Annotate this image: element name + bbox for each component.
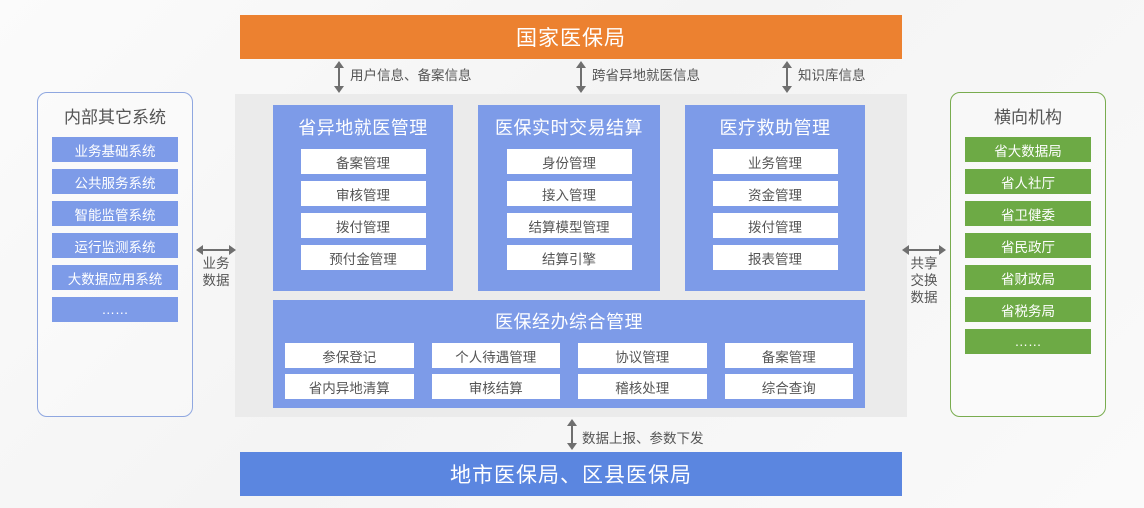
right-flow-label-line3: 数据 (910, 290, 938, 305)
module-item[interactable]: 综合查询 (724, 374, 853, 399)
arrow-shaft (570, 426, 573, 443)
arrow-shaft (337, 68, 340, 86)
arrow-shaft (203, 248, 229, 251)
module-item[interactable]: 结算模型管理 (506, 213, 632, 238)
module-title: 医保经办综合管理 (495, 312, 643, 332)
municipal-district-bureau-label: 地市医保局、区县医保局 (450, 464, 692, 487)
right-flow-label: 共享 交换 数据 (907, 255, 941, 306)
horizontal-agencies-list: 省大数据局 省人社厅 省卫健委 省民政厅 省财政局 省税务局 …… (965, 137, 1091, 354)
arrow-head-up-icon (333, 61, 344, 68)
left-flow-label-line1: 业务 (202, 256, 230, 271)
horizontal-agency-item[interactable]: 省卫健委 (965, 201, 1091, 226)
arrow-head-right-icon (229, 244, 236, 255)
left-flow-label: 业务 数据 (199, 255, 233, 289)
module-panel-provincial-offsite-care[interactable]: 省异地就医管理 备案管理 审核管理 拨付管理 预付金管理 (273, 105, 453, 291)
module-panel-medical-assistance[interactable]: 医疗救助管理 业务管理 资金管理 拨付管理 报表管理 (685, 105, 865, 291)
module-item[interactable]: 备案管理 (724, 343, 853, 368)
horizontal-agencies-title: 横向机构 (994, 108, 1062, 127)
horizontal-agency-item[interactable]: 省税务局 (965, 297, 1091, 322)
arrow-head-left-icon (902, 244, 909, 255)
module-item-list: 业务管理 资金管理 拨付管理 报表管理 (685, 149, 865, 270)
module-item[interactable]: 省内异地清算 (285, 374, 414, 399)
horizontal-agency-item[interactable]: 省大数据局 (965, 137, 1091, 162)
module-item[interactable]: 备案管理 (300, 149, 426, 174)
top-flow-arrow-2 (575, 61, 586, 93)
arrow-head-up-icon (575, 61, 586, 68)
arrow-head-up-icon (781, 61, 792, 68)
left-flow-arrow (196, 244, 236, 255)
module-item[interactable]: 参保登记 (285, 343, 414, 368)
arrow-shaft (579, 68, 582, 86)
internal-systems-title: 内部其它系统 (64, 108, 166, 127)
horizontal-agency-item[interactable]: 省人社厅 (965, 169, 1091, 194)
arrow-head-right-icon (939, 244, 946, 255)
module-item-grid: 参保登记 个人待遇管理 协议管理 备案管理 省内异地清算 审核结算 稽核处理 综… (285, 343, 853, 399)
module-item[interactable]: 业务管理 (712, 149, 838, 174)
module-panel-realtime-settlement[interactable]: 医保实时交易结算 身份管理 接入管理 结算模型管理 结算引擎 (478, 105, 660, 291)
arrow-head-down-icon (566, 443, 577, 450)
module-item[interactable]: 接入管理 (506, 181, 632, 206)
module-item[interactable]: 报表管理 (712, 245, 838, 270)
internal-systems-list: 业务基础系统 公共服务系统 智能监管系统 运行监测系统 大数据应用系统 …… (52, 137, 178, 322)
arrow-shaft (909, 248, 939, 251)
module-item[interactable]: 审核管理 (300, 181, 426, 206)
module-item[interactable]: 预付金管理 (300, 245, 426, 270)
module-item[interactable]: 资金管理 (712, 181, 838, 206)
bottom-flow-label: 数据上报、参数下发 (582, 431, 704, 446)
horizontal-agency-item-more[interactable]: …… (965, 329, 1091, 354)
arrow-head-down-icon (781, 86, 792, 93)
module-item[interactable]: 协议管理 (578, 343, 707, 368)
internal-system-item[interactable]: 智能监管系统 (52, 201, 178, 226)
arrow-shaft (785, 68, 788, 86)
internal-system-item[interactable]: 业务基础系统 (52, 137, 178, 162)
right-flow-arrow (902, 244, 946, 255)
module-item[interactable]: 稽核处理 (578, 374, 707, 399)
module-item[interactable]: 审核结算 (431, 374, 560, 399)
national-bureau-label: 国家医保局 (516, 27, 626, 50)
module-item[interactable]: 身份管理 (506, 149, 632, 174)
module-title: 医疗救助管理 (719, 118, 831, 138)
internal-system-item[interactable]: 大数据应用系统 (52, 265, 178, 290)
horizontal-agency-item[interactable]: 省民政厅 (965, 233, 1091, 258)
top-flow-label-1: 用户信息、备案信息 (350, 68, 472, 83)
module-item-list: 身份管理 接入管理 结算模型管理 结算引擎 (478, 149, 660, 270)
arrow-head-up-icon (566, 419, 577, 426)
right-flow-label-line1: 共享 (910, 256, 938, 271)
top-flow-label-2: 跨省异地就医信息 (592, 68, 700, 83)
arrow-head-left-icon (196, 244, 203, 255)
internal-system-item[interactable]: 公共服务系统 (52, 169, 178, 194)
bottom-flow-arrow (566, 419, 577, 450)
top-flow-arrow-3 (781, 61, 792, 93)
top-flow-label-3: 知识库信息 (798, 68, 866, 83)
internal-system-item[interactable]: 运行监测系统 (52, 233, 178, 258)
right-flow-label-line2: 交换 (910, 273, 938, 288)
internal-systems-card: 内部其它系统 业务基础系统 公共服务系统 智能监管系统 运行监测系统 大数据应用… (37, 92, 193, 417)
module-item-list: 备案管理 审核管理 拨付管理 预付金管理 (273, 149, 453, 270)
left-flow-label-line2: 数据 (202, 273, 230, 288)
arrow-head-down-icon (333, 86, 344, 93)
module-title: 医保实时交易结算 (495, 118, 643, 138)
arrow-head-down-icon (575, 86, 586, 93)
municipal-district-bureau-banner: 地市医保局、区县医保局 (240, 452, 902, 496)
module-item[interactable]: 拨付管理 (712, 213, 838, 238)
national-bureau-banner: 国家医保局 (240, 15, 902, 59)
module-title: 省异地就医管理 (298, 118, 428, 138)
horizontal-agencies-card: 横向机构 省大数据局 省人社厅 省卫健委 省民政厅 省财政局 省税务局 …… (950, 92, 1106, 417)
module-item[interactable]: 结算引擎 (506, 245, 632, 270)
module-item[interactable]: 个人待遇管理 (431, 343, 560, 368)
horizontal-agency-item[interactable]: 省财政局 (965, 265, 1091, 290)
module-panel-comprehensive-management[interactable]: 医保经办综合管理 参保登记 个人待遇管理 协议管理 备案管理 省内异地清算 审核… (273, 300, 865, 408)
module-item[interactable]: 拨付管理 (300, 213, 426, 238)
internal-system-item-more[interactable]: …… (52, 297, 178, 322)
top-flow-arrow-1 (333, 61, 344, 93)
